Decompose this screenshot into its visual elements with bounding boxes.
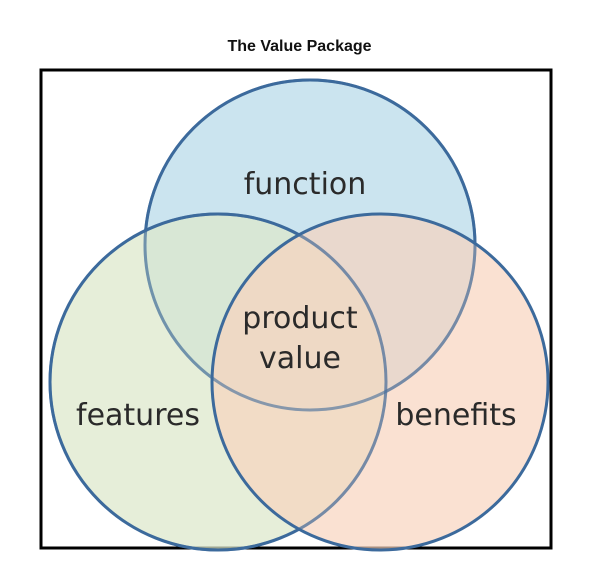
circle-function-outline (143, 78, 477, 412)
circle-features-outline (48, 212, 388, 552)
label-benefits: benefits (395, 398, 516, 433)
label-function: function (244, 167, 367, 202)
label-center-line1: product (242, 301, 358, 336)
diagram-title: The Value Package (227, 38, 372, 55)
circle-benefits (210, 212, 550, 552)
label-center-line2: value (259, 341, 341, 376)
label-features: features (76, 398, 200, 433)
